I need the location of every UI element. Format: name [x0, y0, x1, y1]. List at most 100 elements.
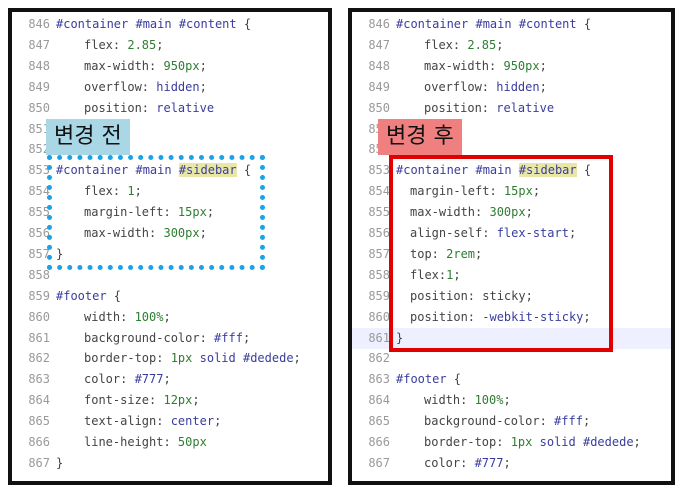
line-number: 852: [28, 142, 50, 157]
line-number: 859: [28, 288, 50, 303]
line-number: 867: [28, 455, 50, 470]
code-line: 861}: [352, 327, 671, 349]
code-token: flex-start: [496, 226, 569, 240]
line-number: 863: [368, 372, 390, 387]
code-token: #footer: [396, 372, 447, 387]
code-line: 862: [352, 348, 671, 369]
code-token: 12px: [163, 393, 193, 408]
code-token: text-align:: [84, 414, 171, 429]
code-text: align-self: flex-start;: [410, 223, 576, 244]
code-token: ;: [633, 435, 641, 449]
line-number: 861: [28, 330, 50, 345]
code-text: top: 2rem;: [410, 244, 482, 265]
line-number: 849: [368, 79, 390, 94]
code-token: #777: [474, 455, 504, 470]
code-token: ;: [532, 184, 541, 199]
code-text: #container #main #sidebar {: [396, 160, 591, 181]
code-token: 15px: [177, 205, 207, 220]
code-token: background-color:: [424, 414, 555, 429]
code-token: ;: [539, 58, 547, 73]
code-token: ;: [163, 372, 171, 387]
line-number: 854: [368, 184, 390, 199]
line-number: 848: [368, 58, 390, 73]
code-token: relative: [156, 100, 215, 115]
code-token: align-self:: [410, 226, 497, 240]
line-number: 861: [368, 330, 390, 345]
code-text: margin-left: 15px;: [410, 181, 540, 202]
code-token: border-top:: [84, 351, 171, 366]
code-token: ;: [503, 393, 511, 408]
code-token: center: [170, 414, 215, 429]
before-highlight-box: [47, 155, 265, 270]
after-label: 변경 후: [378, 119, 462, 155]
code-token: {: [576, 163, 592, 178]
code-token: #container #main #content: [56, 17, 237, 31]
code-text: overflow: hidden;: [424, 77, 547, 98]
code-token: #dedede: [582, 435, 634, 449]
code-token: #sidebar: [518, 163, 577, 178]
line-number: 853: [368, 163, 390, 178]
code-token: hidden: [156, 79, 200, 94]
line-number: 865: [28, 414, 50, 429]
code-token: max-width:: [84, 58, 164, 73]
code-token: 300px: [489, 205, 526, 220]
code-line: 867 color: #777;: [352, 453, 671, 474]
code-line: 846#container #main #content {: [12, 14, 328, 35]
line-number: 855: [368, 205, 390, 220]
code-token: 1px: [170, 351, 193, 366]
code-line: 863 #footer {: [352, 369, 671, 390]
line-number: 862: [368, 351, 390, 366]
code-line: 867}: [12, 453, 328, 474]
code-token: {: [446, 372, 462, 387]
code-text: #footer {: [56, 286, 121, 307]
code-token: solid: [532, 435, 583, 449]
code-line: 853#container #main #sidebar {: [12, 160, 328, 181]
code-token: ;: [134, 184, 142, 199]
code-token: ;: [582, 414, 591, 429]
code-line: 852: [12, 139, 328, 160]
code-text: position: -webkit-sticky;: [410, 307, 591, 328]
line-number: 866: [28, 435, 50, 449]
line-number: 867: [368, 455, 390, 470]
code-token: ;: [199, 58, 207, 73]
code-token: 2rem: [446, 246, 476, 261]
line-number: 847: [28, 37, 50, 52]
code-text: }: [56, 453, 63, 474]
code-text: width: 100%;: [84, 307, 171, 328]
code-token: background-color:: [84, 330, 215, 345]
code-text: flex:1;: [410, 265, 461, 286]
line-number: 855: [28, 205, 50, 220]
line-number: 846: [368, 17, 390, 31]
code-text: position: relative: [84, 98, 214, 119]
code-token: ;: [496, 37, 504, 52]
code-token: flex:: [84, 37, 128, 52]
code-token: margin-left:: [410, 184, 504, 199]
line-number: 858: [368, 267, 390, 282]
code-token: ;: [163, 309, 171, 324]
code-token: 100%: [134, 309, 164, 324]
code-line: 849 overflow: hidden;: [352, 77, 671, 98]
code-token: margin-left:: [84, 205, 178, 220]
code-text: color: #777;: [84, 369, 171, 390]
code-text: margin-left: 15px;: [84, 202, 214, 223]
code-text: max-width: 950px;: [84, 56, 207, 77]
before-label: 변경 전: [46, 119, 130, 155]
code-token: #fff: [214, 330, 243, 345]
code-token: hidden: [496, 79, 540, 94]
code-token: ;: [525, 205, 533, 220]
code-token: #footer: [56, 288, 107, 303]
code-line: 857}: [12, 244, 328, 265]
code-token: position:: [424, 100, 497, 115]
code-token: overflow:: [84, 79, 157, 94]
code-text: #container #main #content {: [396, 14, 591, 35]
code-token: {: [236, 163, 252, 178]
code-text: color: #777;: [424, 453, 511, 474]
line-number: 849: [28, 79, 50, 94]
code-token: ;: [453, 267, 461, 282]
